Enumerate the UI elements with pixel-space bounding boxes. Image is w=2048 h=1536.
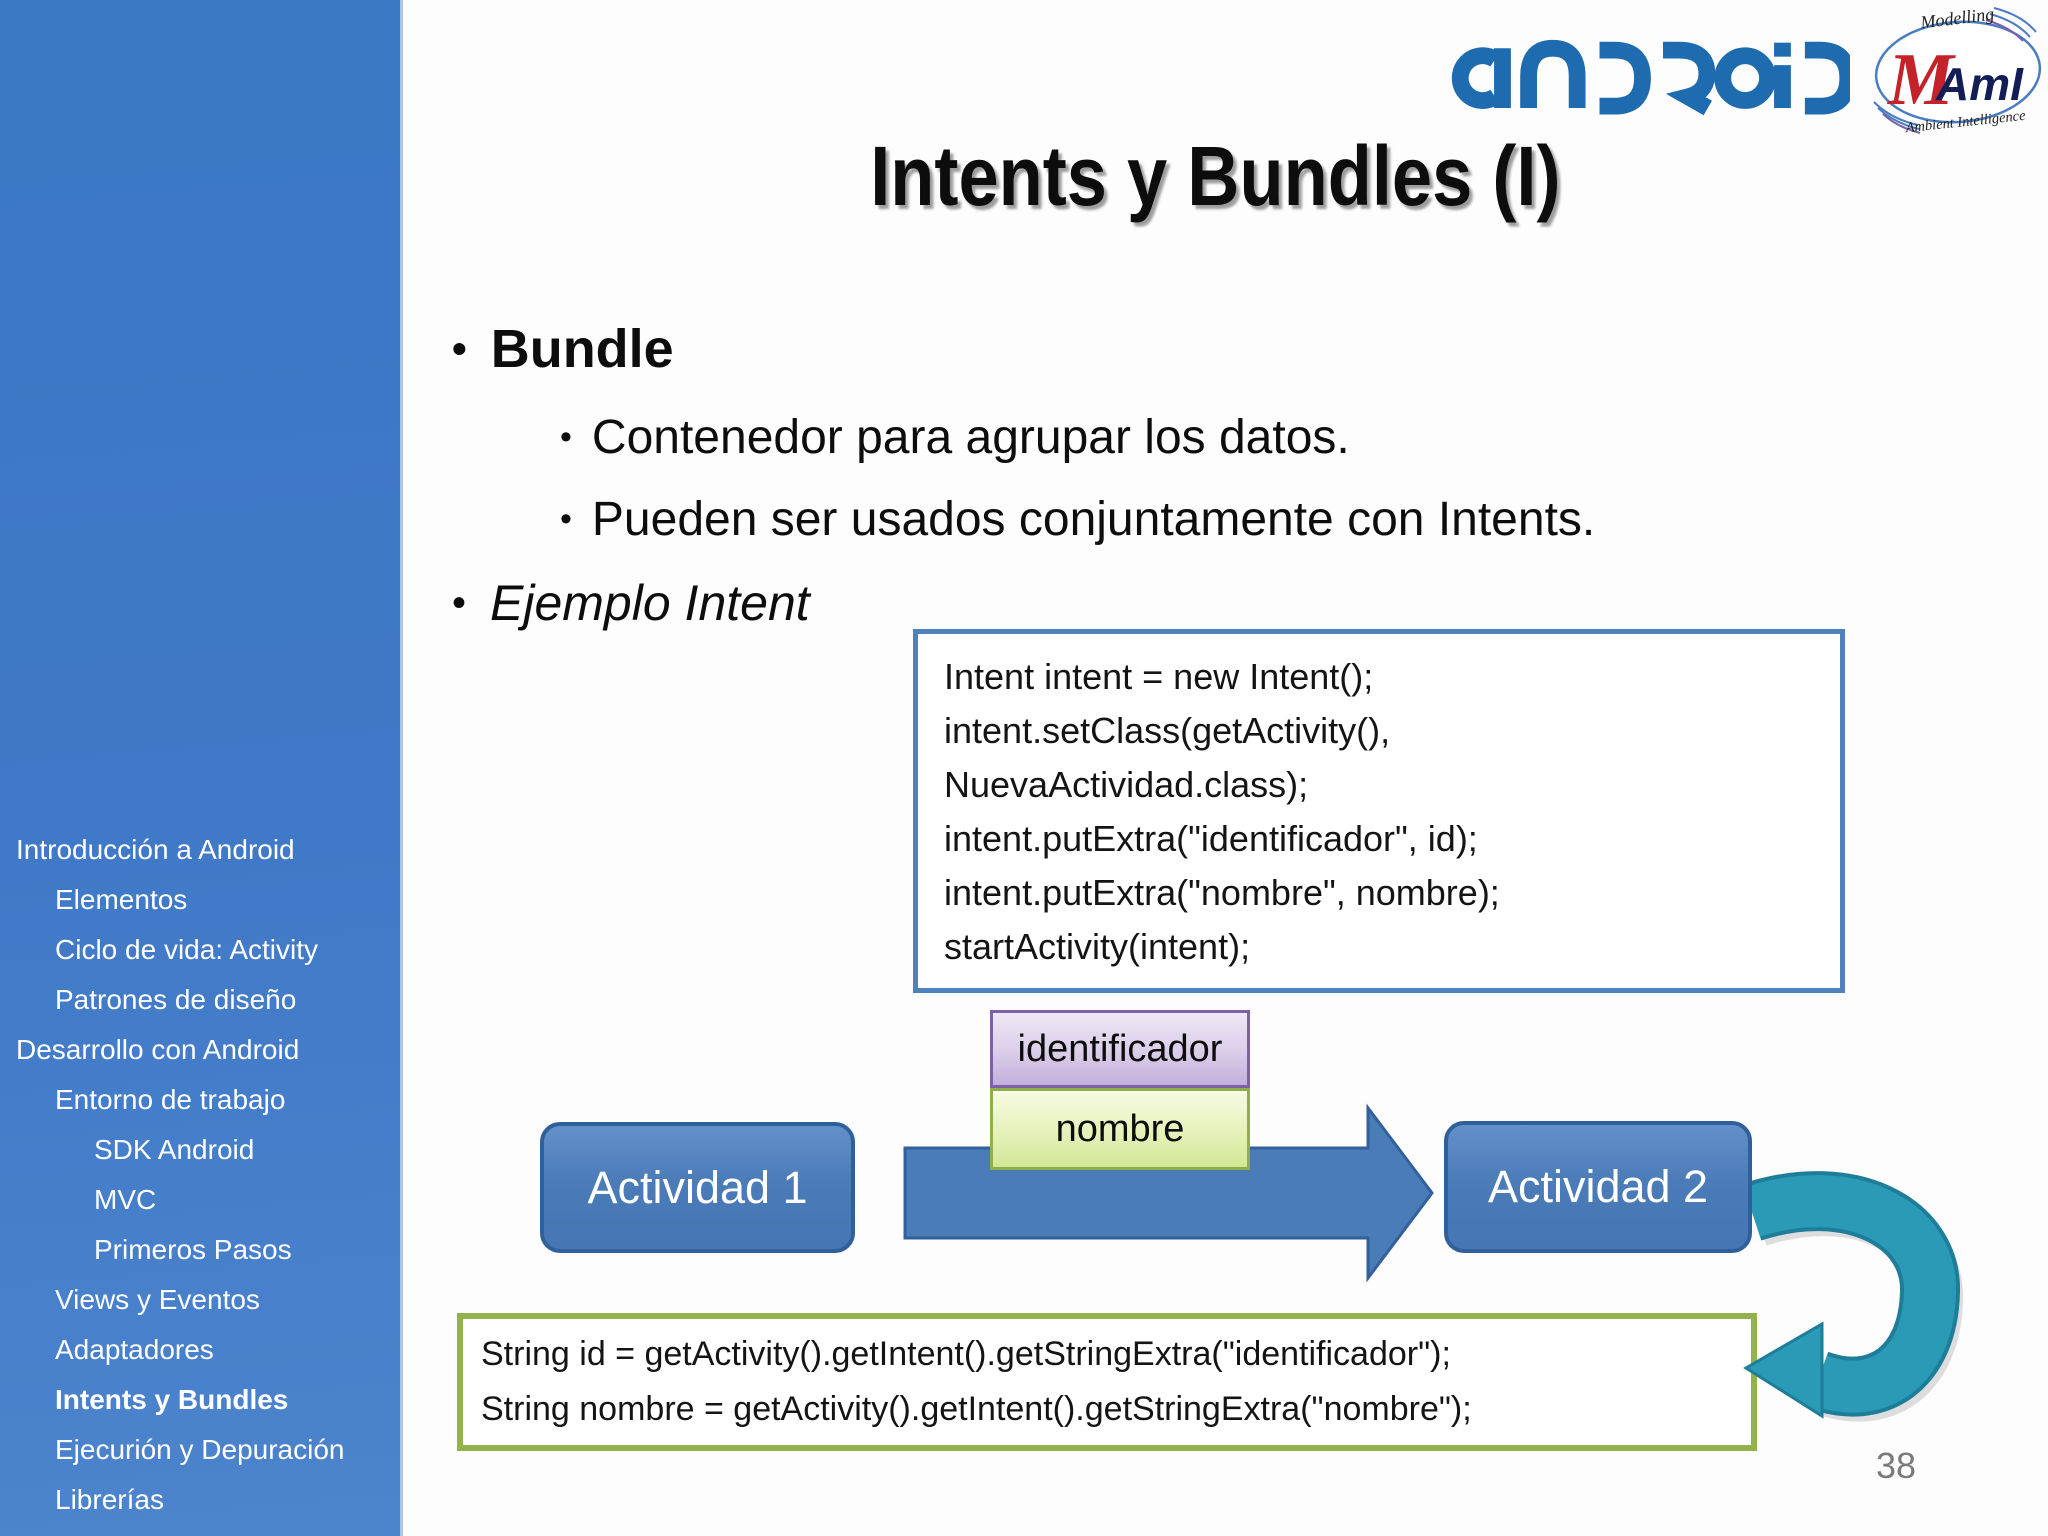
- android-logo: [1451, 39, 1850, 116]
- sidebar-item[interactable]: Librerías: [55, 1484, 164, 1515]
- android-i-dot: [1774, 42, 1791, 57]
- activity2-box: Actividad 2: [1444, 1121, 1752, 1253]
- bullet-bundle-label: Bundle: [490, 319, 674, 379]
- bullet-icon: •: [452, 580, 467, 625]
- code-box-intent: Intent intent = new Intent(); intent.setC…: [913, 629, 1845, 993]
- sidebar-item[interactable]: MVC: [94, 1184, 157, 1215]
- sidebar-item[interactable]: Elementos: [55, 884, 188, 915]
- code-line: intent.putExtra("identificador", id);: [944, 818, 1478, 859]
- sidebar-item[interactable]: Introducción a Android: [16, 834, 295, 865]
- maml-swoosh-icon: [1873, 7, 2037, 134]
- curved-arrow-icon: [1742, 1171, 1963, 1422]
- extra-identificador-label: identificador: [1017, 1027, 1223, 1070]
- bullet-sub-2-label: Pueden ser usados conjuntamente con Inte…: [591, 493, 1596, 546]
- sidebar-item[interactable]: Views y Eventos: [55, 1284, 260, 1315]
- page-title: Intents y Bundles (I): [869, 129, 1561, 223]
- extra-nombre-box: nombre: [990, 1088, 1250, 1170]
- extra-identificador-box: identificador: [990, 1010, 1250, 1088]
- activity1-box: Actividad 1: [540, 1122, 855, 1253]
- maml-logo: Modelling M AmI Ambient Intelligence: [1873, 4, 2042, 134]
- bullet-bundle: • Bundle: [452, 318, 674, 380]
- extra-nombre-label: nombre: [1055, 1107, 1185, 1150]
- bullet-ejemplo-intent: • Ejemplo Intent: [452, 574, 810, 632]
- bullet-icon: •: [452, 325, 467, 372]
- code-box-receive: String id = getActivity().getIntent().ge…: [457, 1313, 1757, 1451]
- bullet-sub-2: • Pueden ser usados conjuntamente con In…: [560, 492, 1595, 547]
- sidebar-item[interactable]: Patrones de diseño: [55, 984, 297, 1015]
- bullet-ejemplo-label: Ejemplo Intent: [490, 575, 810, 631]
- bullet-icon: •: [560, 418, 572, 456]
- sidebar-item[interactable]: Intents y Bundles: [55, 1384, 289, 1415]
- code-line: Intent intent = new Intent();: [944, 656, 1374, 697]
- bullet-sub-1: • Contenedor para agrupar los datos.: [560, 410, 1350, 465]
- bullet-sub-1-label: Contenedor para agrupar los datos.: [591, 411, 1350, 464]
- page-number: 38: [1876, 1445, 1917, 1486]
- code-line: intent.putExtra("nombre", nombre);: [944, 872, 1500, 913]
- sidebar-item[interactable]: SDK Android: [94, 1134, 255, 1165]
- code-line: String id = getActivity().getIntent().ge…: [481, 1335, 1451, 1373]
- sidebar-item[interactable]: Desarrollo con Android: [16, 1034, 300, 1065]
- maml-ami: AmI: [1935, 58, 2024, 110]
- code-line: String nombre = getActivity().getIntent(…: [481, 1390, 1472, 1428]
- maml-m: M: [1887, 39, 1956, 121]
- code-line: intent.setClass(getActivity(),: [944, 710, 1391, 751]
- slide-title-wrap: Intents y Bundles (I): [415, 128, 2015, 225]
- bullet-icon: •: [560, 500, 572, 538]
- code-line: startActivity(intent);: [944, 926, 1251, 967]
- sidebar-item[interactable]: Adaptadores: [55, 1334, 214, 1365]
- sidebar-item[interactable]: Ciclo de vida: Activity: [55, 934, 318, 965]
- activity1-label: Actividad 1: [587, 1161, 808, 1213]
- code-line: NuevaActividad.class);: [944, 764, 1309, 805]
- activity2-label: Actividad 2: [1487, 1161, 1709, 1212]
- sidebar-item[interactable]: Ejecurión y Depuración: [55, 1434, 345, 1465]
- sidebar-item[interactable]: Primeros Pasos: [94, 1234, 292, 1265]
- sidebar-item[interactable]: Entorno de trabajo: [55, 1084, 286, 1115]
